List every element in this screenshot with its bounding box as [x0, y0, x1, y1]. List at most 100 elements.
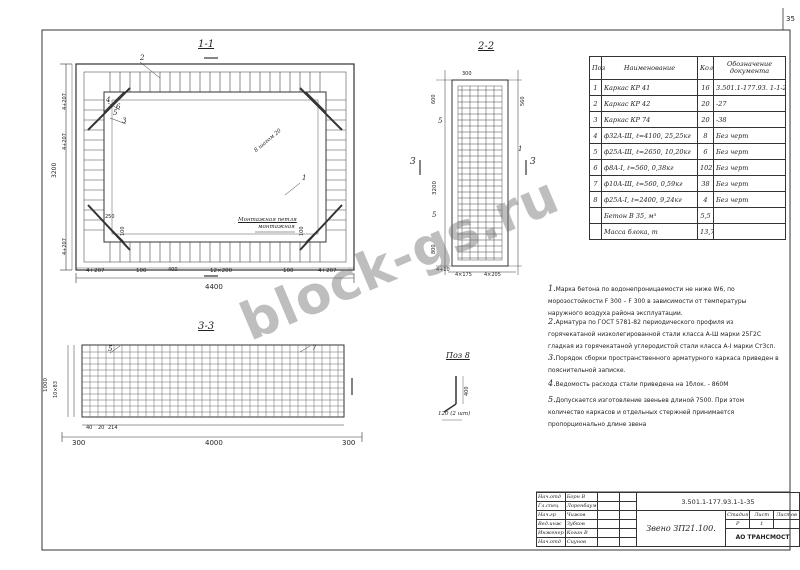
section-1-1-dim-100-right: 100 — [299, 226, 305, 236]
stamp-signature — [597, 492, 620, 502]
note-text: Допускается изготовление звеньев длиной … — [548, 397, 745, 428]
spec-cell-pos — [589, 223, 602, 240]
section-1-1-dim-100-left: 100 — [120, 226, 126, 236]
section-3-3-dim-300-right: 300 — [342, 439, 356, 447]
spec-header-qty: Кол — [697, 56, 714, 80]
section-2-2-dim-4-10: 4+10 — [436, 267, 450, 273]
spec-cell-qty: 20 — [697, 95, 714, 112]
spec-cell-qty: 4 — [697, 191, 714, 208]
spec-cell-pos: 3 — [589, 111, 602, 128]
section-1-1-dim-h2: 4+207 — [62, 133, 68, 150]
section-3-3-dim-20: 20 — [98, 425, 105, 431]
stamp-col-stage: Стадия — [725, 510, 751, 520]
note-text: Арматура по ГОСТ 5781-82 периодического … — [548, 319, 776, 350]
stamp-role: Нач.отд — [536, 537, 566, 547]
pos-8-drawing — [442, 376, 464, 421]
stamp-role: Вед.инж — [536, 519, 566, 529]
stamp-stage: Р — [725, 519, 751, 529]
spec-cell-pos: 6 — [589, 159, 602, 176]
section-1-1-callout-2: 2 — [140, 54, 145, 62]
section-3-3-dim-total: 4000 — [205, 439, 223, 447]
section-1-1-dim-right: 4+207 — [318, 268, 337, 274]
stamp-org: АО ТРАНСМОСТ — [725, 528, 800, 547]
stamp-role: Нач.отд — [536, 492, 566, 502]
spec-cell-pos: 7 — [589, 175, 602, 192]
spec-cell-name: Каркас КР 42 — [601, 95, 698, 112]
stamp-role: Нач.гр — [536, 510, 566, 520]
spec-cell-name: Масса блока, т — [601, 223, 698, 240]
section-2-2-dim-560: 560 — [520, 96, 526, 106]
section-3-3-callout-7: 7 — [312, 344, 317, 352]
spec-cell-doc — [713, 223, 786, 240]
spec-cell-pos: 4 — [589, 127, 602, 144]
page-number: 35 — [786, 15, 795, 23]
spec-cell-name: ф10А-Ш, ℓ=560, 0,59кг — [601, 175, 698, 192]
section-2-2-mark-3-left: 3 — [410, 157, 416, 167]
stamp-name: Сиунов — [564, 537, 599, 547]
spec-cell-doc: 3.501.1-177.93. 1-1-26 — [713, 79, 786, 96]
spec-cell-doc: Без черт — [713, 127, 786, 144]
stamp-name: Чижов — [564, 510, 599, 520]
spec-cell-qty: 16 — [697, 79, 714, 96]
spec-cell-doc: Без черт — [713, 191, 786, 208]
stamp-name: Коган В — [564, 528, 599, 538]
stamp-date — [618, 492, 637, 502]
section-1-1-callout-6: 6 — [116, 103, 121, 111]
note-number: 3. — [548, 353, 556, 362]
section-3-3-title: 3-3 — [198, 321, 215, 332]
section-1-1-dim-400: 400 — [168, 267, 178, 273]
note-item: 3.Порядок сборки пространственного армат… — [548, 352, 782, 377]
note-item: 4.Ведомость расхода стали приведена на 1… — [548, 378, 782, 391]
spec-cell-pos: 2 — [589, 95, 602, 112]
spec-cell-doc: Без черт — [713, 159, 786, 176]
spec-cell-name: Бетон В 35, м³ — [601, 207, 698, 224]
section-2-2-dim-4x205: 4×205 — [484, 272, 501, 278]
section-3-3-dim-300-left: 300 — [72, 439, 86, 447]
section-2-2-dim-600: 600 — [431, 94, 437, 104]
section-1-1-callout-4: 4 — [106, 96, 111, 104]
section-1-1-drawing — [60, 57, 355, 283]
spec-cell-qty: 8 — [697, 127, 714, 144]
pos-8-dim-120: 120 (2 шт) — [438, 411, 471, 417]
pos-8-dim-400: 400 — [464, 386, 470, 396]
stamp-signature — [597, 501, 620, 511]
stamp-col-sheet: Лист — [749, 510, 775, 520]
section-1-1-dim-h1: 4+207 — [62, 93, 68, 110]
spec-cell-pos — [589, 207, 602, 224]
section-3-3-dim-1000: 1000 — [43, 378, 49, 392]
section-2-2-dim-3200: 3200 — [432, 181, 438, 195]
section-1-1-mount-note-2: монтажная — [258, 224, 295, 230]
note-number: 5. — [548, 395, 556, 404]
section-2-2-dim-300: 300 — [462, 71, 472, 77]
spec-cell-qty: 38 — [697, 175, 714, 192]
section-3-3-callout-5: 5 — [108, 345, 113, 353]
stamp-signature — [597, 510, 620, 520]
note-item: 1.Марка бетона по водонепроницаемости не… — [548, 283, 782, 320]
spec-cell-name: ф25А-Ш, ℓ=2650, 10,20кг — [601, 143, 698, 160]
stamp-role: Инженер — [536, 528, 566, 538]
section-2-2-title: 2-2 — [478, 41, 495, 52]
stamp-date — [618, 528, 637, 538]
section-2-2-callout-5-left: 5 — [438, 117, 443, 125]
stamp-date — [618, 501, 637, 511]
spec-cell-pos: 5 — [589, 143, 602, 160]
stamp-sheet: 1 — [749, 519, 775, 529]
section-1-1-dim-h: 3200 — [51, 162, 58, 178]
stamp-signature — [597, 519, 620, 529]
note-text: Марка бетона по водонепроницаемости не н… — [548, 286, 747, 317]
section-1-1-mount-note: Монтажная петля — [238, 217, 297, 223]
spec-cell-qty: 6 — [697, 143, 714, 160]
stamp-role: Гл.спец — [536, 501, 566, 511]
spec-cell-pos: 1 — [589, 79, 602, 96]
section-2-2-callout-1: 1 — [518, 145, 523, 153]
section-1-1-dim-left: 4+207 — [86, 268, 105, 274]
spec-cell-doc — [713, 207, 786, 224]
section-1-1-dim-a: 100 — [136, 268, 147, 274]
specification-table: Поз Наименование Кол Обозначение докумен… — [589, 56, 786, 240]
